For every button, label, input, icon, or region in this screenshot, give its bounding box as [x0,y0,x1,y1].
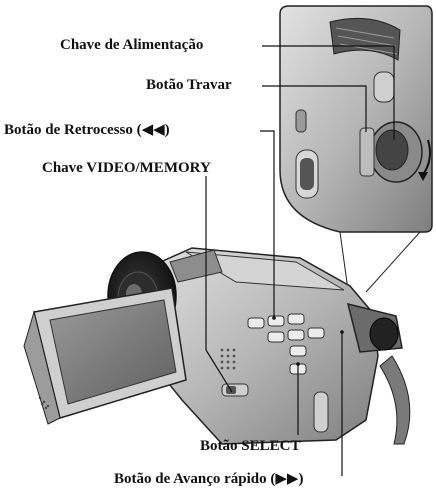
inset-closeup [279,5,433,233]
power-switch-label: Chave de Alimentação [60,37,204,53]
leader-lines [205,45,395,476]
lock-button-label: Botão Travar [146,77,232,93]
lcd-screen [23,287,187,425]
fast-forward-button-label: Botão de Avanço rápido (▶▶) [114,471,304,487]
video-memory-switch-label: Chave VIDEO/MEMORY [42,160,211,176]
rewind-button-label: Botão de Retrocesso (◀◀) [4,122,170,138]
select-button-label: Botão SELECT [200,438,301,454]
